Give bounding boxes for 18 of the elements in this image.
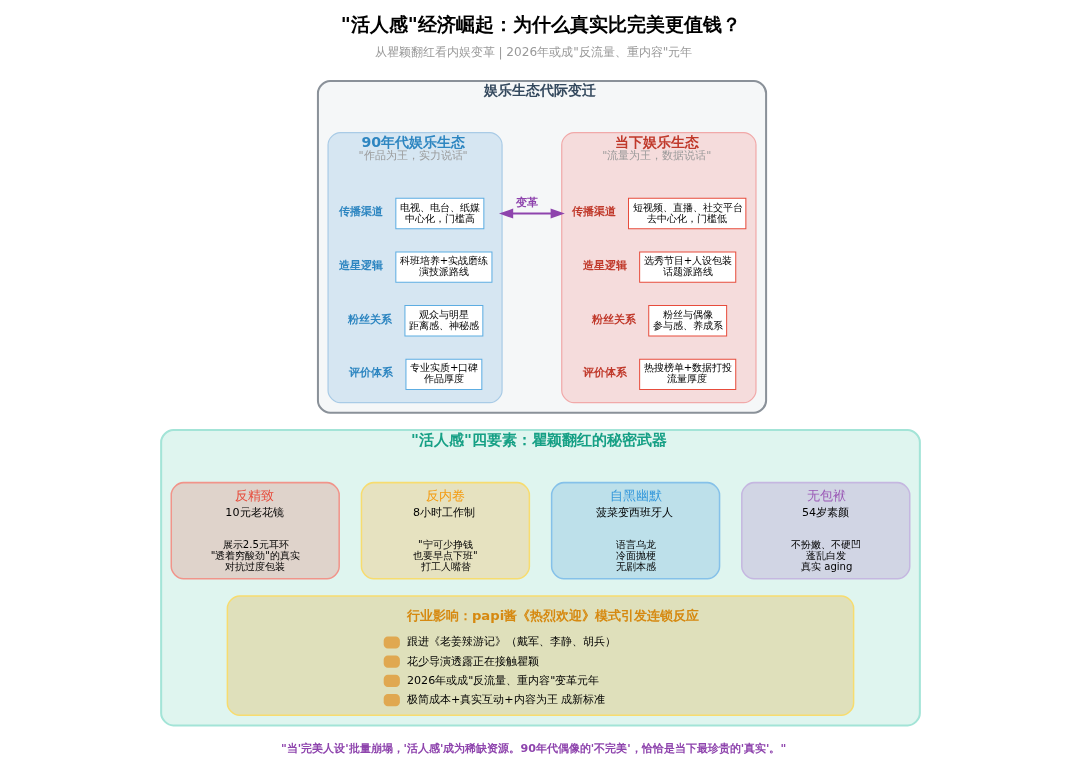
label: 从瞿颖翻红看内娱变革 | 2026年或成"反流量、重内容"元年 bbox=[374, 44, 692, 59]
node-box: 反内卷 8小时工作制 "宁可少挣钱 也要早点下班" 打工人嘴替 bbox=[360, 481, 530, 580]
arrow bbox=[498, 208, 565, 219]
node-box: 行业影响：papi酱《热烈欢迎》模式引发连锁反应 跟进《老姜辣游记》（戴军、李静、胡兵） 花少导演透露正在接触瞿颖 2026年或成"反流量、重内容"变革元年 极简成本+真实互动+内容为王 成新标准 bbox=[226, 595, 854, 717]
node-label: 粉丝关系 bbox=[347, 312, 392, 326]
node-label: 传播渠道 bbox=[338, 205, 383, 219]
edge-label: 变革 bbox=[515, 196, 538, 210]
node-label: 评价体系 bbox=[582, 366, 627, 380]
node-label: 粉丝关系 bbox=[591, 312, 636, 326]
node-label: 造星逻辑 bbox=[338, 258, 383, 272]
node-box: 反精致 10元老花镜 展示2.5元耳环 "透着穷酸劲"的真实 对抗过度包装 bbox=[170, 481, 340, 580]
node-label: 造星逻辑 bbox=[582, 258, 627, 272]
caption: "当'完美人设'批量崩塌，'活人感'成为稀缺资源。90年代偶像的'不完美'，恰恰是当下最珍贵的'真实'。" bbox=[280, 741, 786, 755]
node-label: 评价体系 bbox=[348, 366, 393, 380]
node-box: 自黑幽默 菠菜变西班牙人 语言乌龙 冷面抛梗 无剧本感 bbox=[550, 481, 720, 580]
node-box: 无包袱 54岁素颜 不扮嫩、不硬凹 蓬乱白发 真实 aging bbox=[740, 481, 910, 580]
diagram-title: "活人感"经济崛起：为什么真实比完美更值钱？ bbox=[340, 12, 741, 36]
node-label: 传播渠道 bbox=[571, 205, 616, 219]
